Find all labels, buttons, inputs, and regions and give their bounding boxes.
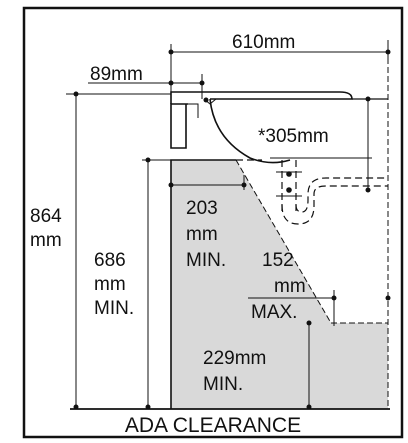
label-152-max: MAX.: [251, 302, 297, 323]
dim-610-dot: [168, 49, 174, 55]
dim-686-dot: [145, 157, 151, 163]
label-152-unit: mm: [274, 276, 306, 297]
label-229-value: 229mm: [203, 348, 266, 369]
label-610mm: 610mm: [232, 32, 295, 53]
label-864-unit: mm: [30, 230, 62, 251]
label-686-value: 686: [94, 250, 126, 271]
dim-229-dot: [306, 320, 312, 326]
drain-dot: [286, 171, 292, 177]
label-89mm: 89mm: [90, 64, 143, 85]
label-229-min: MIN.: [203, 374, 243, 395]
sink-bowl: [209, 98, 291, 164]
dim-229-dot: [306, 404, 312, 410]
dim-686-dot: [145, 404, 151, 410]
label-686-unit: mm: [94, 274, 126, 295]
dim-305-dot: [365, 187, 371, 193]
trap-inner: [295, 177, 388, 213]
caption-ada-clearance: ADA CLEARANCE: [125, 414, 301, 437]
knee-slope-line: [235, 159, 332, 324]
dim-864-dot: [73, 91, 79, 97]
dim-89-dot: [168, 80, 174, 86]
label-203-value: 203: [186, 198, 218, 219]
trap-outer: [281, 185, 388, 225]
dim-89-dot: [199, 80, 205, 86]
drain-dot: [286, 187, 292, 193]
dim-864-dot: [73, 404, 79, 410]
dim-203-dot: [241, 182, 247, 188]
apron-inner: [171, 103, 199, 118]
label-864-value: 864: [30, 206, 62, 227]
dim-610-dot: [385, 49, 391, 55]
clearance-area: [171, 160, 388, 409]
label-686-min: MIN.: [94, 298, 134, 319]
dim-203-dot: [168, 182, 174, 188]
label-203-min: MIN.: [186, 250, 226, 271]
rim-dot: [203, 97, 209, 103]
dim-305-dot: [365, 96, 371, 102]
dim-152-dot: [331, 295, 337, 301]
label-152-value: 152: [262, 250, 294, 271]
dim-152-dot: [385, 295, 391, 301]
label-203-unit: mm: [186, 224, 218, 245]
label-305mm: *305mm: [258, 126, 329, 147]
